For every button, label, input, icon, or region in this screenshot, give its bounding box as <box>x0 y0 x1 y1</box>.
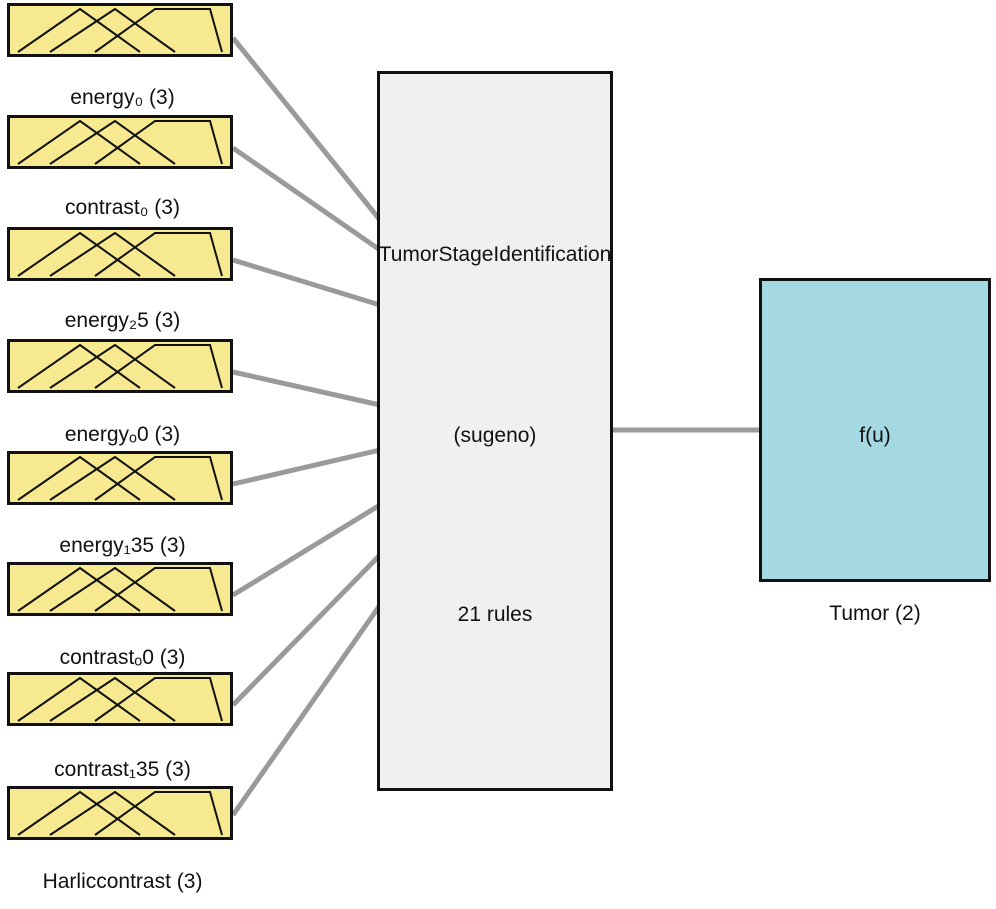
system-name: TumorStageIdentification <box>378 243 612 266</box>
input-label-4: energyₒ0 (3) <box>64 423 181 446</box>
membership-functions-icon <box>17 790 223 836</box>
connector-input-2 <box>231 145 382 253</box>
connector-input-3 <box>232 257 381 308</box>
membership-functions-icon <box>17 455 223 501</box>
membership-functions-icon <box>17 231 223 277</box>
input-mf-box-8 <box>7 786 233 840</box>
system-rules: 21 rules <box>457 603 533 626</box>
input-mf-box-5 <box>7 451 233 505</box>
output-function: f(u) <box>859 424 891 447</box>
input-label-2: contrast₀ (3) <box>65 196 180 219</box>
membership-functions-icon <box>17 343 223 389</box>
connector-input-1 <box>231 36 382 222</box>
input-mf-box-3 <box>7 227 233 281</box>
output-label: Tumor (2) <box>829 602 921 625</box>
input-mf-box-1 <box>7 3 233 57</box>
membership-functions-icon <box>17 676 223 722</box>
input-mf-box-7 <box>7 672 233 726</box>
input-label-6: contrastₒ0 (3) <box>59 646 186 669</box>
fis-system-box <box>377 71 613 791</box>
membership-functions-icon <box>17 119 223 165</box>
input-label-8: Harlicᴄontrast (3) <box>42 870 203 893</box>
output-mf-box <box>759 278 991 582</box>
connector-input-5 <box>232 447 381 487</box>
input-mf-box-2 <box>7 115 233 169</box>
connector-input-4 <box>232 369 381 408</box>
input-label-1: energy₀ (3) <box>70 86 175 109</box>
input-mf-box-6 <box>7 562 233 616</box>
connector-input-7 <box>231 553 382 707</box>
membership-functions-icon <box>17 566 223 612</box>
connector-input-8 <box>230 603 383 817</box>
system-type: (sugeno) <box>453 424 537 447</box>
input-label-3: energy₂5 (3) <box>64 309 181 332</box>
input-label-7: contrast₁35 (3) <box>54 758 191 781</box>
input-mf-box-4 <box>7 339 233 393</box>
membership-functions-icon <box>17 7 223 53</box>
input-label-5: energy₁35 (3) <box>59 534 186 557</box>
connector-input-6 <box>231 502 382 598</box>
